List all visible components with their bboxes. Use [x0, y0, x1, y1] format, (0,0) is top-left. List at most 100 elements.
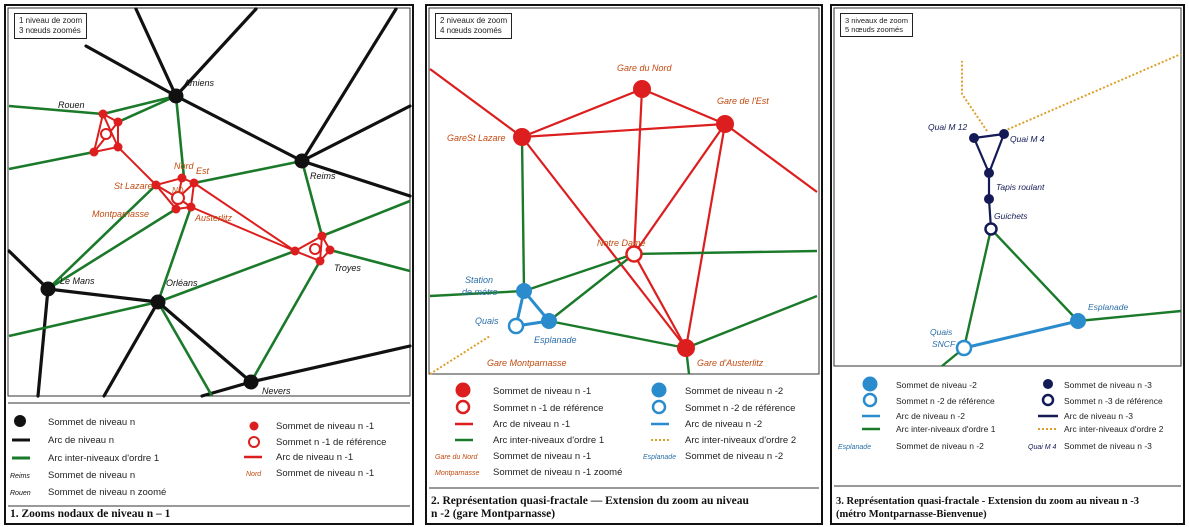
arc-level-n [36, 287, 50, 398]
legend-label-n-1-text: Sommet de niveau n -1 [276, 468, 374, 479]
arc-inter-level-2 [1003, 53, 1182, 132]
panel-2-map-frame [428, 7, 820, 375]
node-nord [177, 173, 187, 183]
legend-node-n-2-symbol [651, 382, 667, 398]
label-quai-m12: Quai M 12 [928, 122, 967, 132]
legend-ref-n-2-text: Sommet n -2 de référence [896, 396, 995, 406]
panel-3-info-box: 3 niveaux de zoom 5 nœuds zoomés [840, 13, 913, 37]
legend-ref-n-1-text: Sommet n -1 de référence [493, 403, 603, 414]
legend-ref-n-2-text: Sommet n -2 de référence [685, 403, 795, 414]
legend-node-n-2-symbol [862, 376, 878, 392]
arc-inter-level-1 [156, 206, 193, 303]
arc-inter-level-1 [300, 160, 324, 237]
panel-1-info-box: 1 niveau de zoom 3 nœuds zoomés [14, 13, 88, 39]
label-quais: Quais [475, 316, 499, 326]
label-quais: Quais [930, 327, 953, 337]
panel-1-ref-nodes [100, 128, 321, 255]
legend-arc-n-1-text: Arc de niveau n -1 [493, 419, 570, 430]
panel-2-caption-line2: n -2 (gare Montparnasse) [431, 508, 556, 520]
legend-node-n-text: Sommet de niveau n [48, 417, 135, 428]
label-guichets: Guichets [994, 211, 1028, 221]
panel-2-zoom-levels: 2 niveaux de zoom [440, 16, 508, 25]
metro-zoom-arcs [972, 132, 1006, 176]
node-metro [984, 168, 994, 178]
arc-level-n-2 [963, 319, 1079, 350]
legend-label-n-2-text: Sommet de niveau n -2 [896, 441, 984, 451]
node-n-1 [315, 256, 325, 266]
legend-ref-n-1-text: Sommet n -1 de référence [276, 437, 386, 448]
ref-node-quais-sncf [955, 339, 973, 357]
legend-arc-inter1-text: Arc inter-niveaux d'ordre 1 [493, 435, 604, 446]
label-reims: Reims [310, 171, 336, 181]
label-rouen: Rouen [58, 100, 85, 110]
node-esplanade [541, 313, 557, 329]
label-gare-montparnasse: Gare Montparnasse [487, 358, 567, 368]
label-nd: ND [172, 186, 184, 195]
label-orleans: Orléans [166, 278, 198, 288]
arc-level-n [46, 287, 160, 304]
label-montparnasse: Montparnasse [92, 209, 149, 219]
legend-sample-zoom: Montparnasse [435, 470, 479, 477]
arc-inter-level-1 [47, 207, 177, 291]
node-quai-m4 [999, 129, 1009, 139]
node-n-1 [89, 147, 99, 157]
arc-level-n-1 [684, 123, 727, 349]
node-nevers [243, 374, 259, 390]
legend-label-n-3-text: Sommet de niveau n -3 [1064, 441, 1152, 451]
legend-label-n-2-text: Sommet de niveau n -2 [685, 451, 783, 462]
panel-3-caption: 3. Représentation quasi-fractale - Exten… [836, 495, 1139, 521]
arc-level-n-1 [93, 113, 104, 153]
arc-level-n [300, 104, 412, 163]
arc-inter-level-1 [102, 94, 177, 116]
node-station-metro [516, 283, 532, 299]
label-esplanade: Esplanade [1088, 302, 1128, 312]
node-gare-du-nord [633, 80, 651, 98]
legend-sample-n-2: Esplanade [838, 444, 871, 451]
legend-node-n-2-text: Sommet de niveau n -2 [685, 386, 783, 397]
ref-node-rouen [100, 128, 112, 140]
panel-2-caption-line1: 2. Représentation quasi-fractale — Exten… [431, 495, 749, 507]
panel-1-zoom-levels: 1 niveau de zoom [19, 16, 83, 25]
node-st-lazare [151, 180, 161, 190]
arc-inter-level-1 [1077, 309, 1182, 323]
label-gare-austerlitz: Gare d'Austerlitz [697, 358, 764, 368]
label-nevers: Nevers [262, 386, 291, 396]
arc-inter-level-1 [8, 150, 95, 171]
legend-sample-n-1: Nord [246, 471, 262, 478]
arc-level-n [174, 7, 258, 98]
arc-level-n-1 [429, 68, 523, 138]
panel-1-caption: 1. Zooms nodaux de niveau n – 1 [10, 508, 171, 520]
label-quai-m4: Quai M 4 [1010, 134, 1045, 144]
arc-inter-level-1 [429, 289, 525, 298]
node-est [189, 178, 199, 188]
legend-node-n-2-text: Sommet de niveau -2 [896, 380, 977, 390]
node-austerlitz [186, 202, 196, 212]
arc-inter-level-1 [548, 253, 635, 322]
panel-1-zoomed-nodes: 3 nœuds zoomés [19, 26, 81, 35]
node-n-1 [290, 246, 300, 256]
arc-level-n [249, 344, 412, 384]
panel-1: Amiens Rouen Reims Nord Est St Lazare ND… [4, 4, 414, 525]
arc-level-n-1 [521, 87, 643, 139]
legend-sample-n: Reims [10, 473, 30, 480]
panel-2-info-box: 2 niveaux de zoom 4 nœuds zoomés [435, 13, 513, 39]
legend-node-n-symbol [14, 415, 26, 427]
label-sncf: SNCF [932, 339, 956, 349]
node-esplanade [1070, 313, 1086, 329]
panel-3-map: Quai M 12 Quai M 4 Tapis roulant Guichet… [833, 7, 1182, 487]
arc-inter-level-1 [321, 199, 411, 238]
panel-3-zoomed-nodes: 5 nœuds zoomés [845, 25, 903, 34]
node-gare-austerlitz [677, 339, 695, 357]
arc-level-n-1 [190, 206, 296, 252]
legend-ref-n-1-symbol [455, 399, 471, 415]
panel-1-legend: Sommet de niveau n Arc de niveau n Arc i… [8, 402, 410, 507]
arc-inter-level-1 [193, 159, 303, 185]
arc-inter-level-1 [520, 136, 526, 292]
legend-arc-inter2-text: Arc inter-niveaux d'ordre 2 [685, 435, 796, 446]
arc-inter-level-1 [47, 184, 157, 290]
arc-level-n [102, 300, 160, 398]
ref-node-troyes [309, 243, 321, 255]
arc-level-n [156, 300, 253, 384]
legend-sample-zoom: Rouen [10, 490, 31, 497]
arc-inter-level-1 [685, 294, 818, 350]
